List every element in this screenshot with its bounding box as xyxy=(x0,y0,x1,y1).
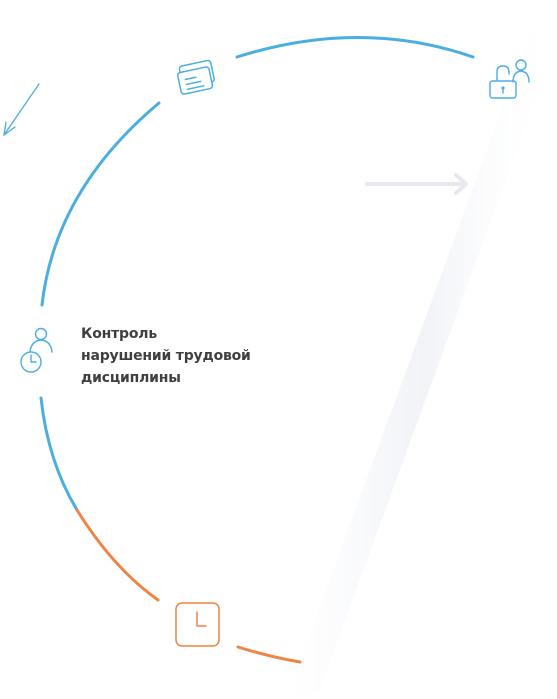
arc-bottom xyxy=(236,645,302,664)
background-sheen xyxy=(288,14,557,694)
node-label-line: дисциплины xyxy=(81,370,181,386)
arc-top xyxy=(235,36,475,59)
arrow-right-gray xyxy=(365,173,468,195)
id-cards-icon xyxy=(176,59,215,95)
arrow-down-left xyxy=(3,83,40,136)
node-label-line: Контроль xyxy=(81,326,157,342)
clock-icon xyxy=(175,602,220,647)
arc-left-lower-blue xyxy=(39,396,79,512)
arc-left-lower-orange xyxy=(75,508,160,602)
node-label-line: нарушений трудовой xyxy=(81,348,251,364)
unlock-user-icon xyxy=(489,59,530,99)
node-label-discipline: Контроль нарушений трудовой дисциплины xyxy=(81,323,271,389)
user-clock-icon xyxy=(20,327,53,373)
arc-left-upper xyxy=(40,101,161,307)
